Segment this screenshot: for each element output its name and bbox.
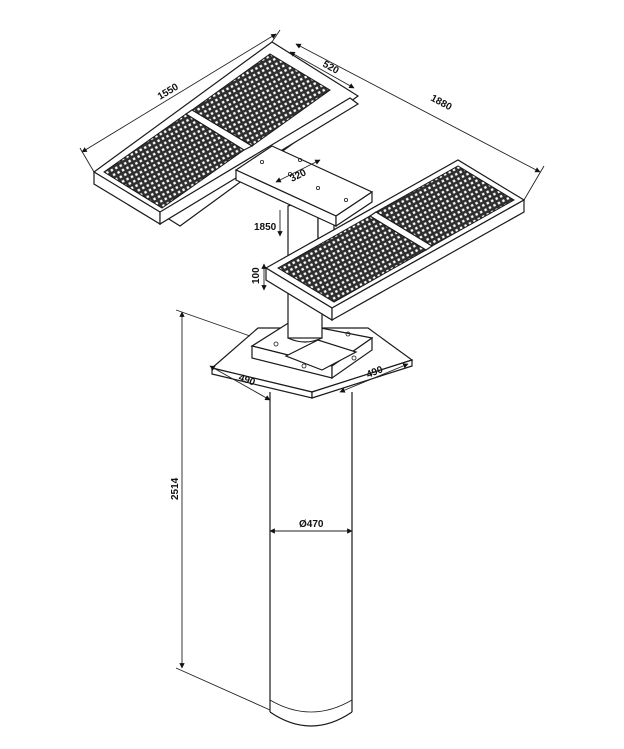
label-column-height: 2514 (170, 477, 181, 500)
right-platform (264, 159, 526, 322)
label-platform-thickness: 100 (251, 267, 262, 284)
label-overall-span: 1880 (429, 93, 454, 113)
column (269, 392, 353, 727)
label-arm-height: 1850 (254, 222, 277, 233)
dimension-lines (79, 29, 545, 711)
label-column-diameter: Ø470 (299, 519, 324, 530)
